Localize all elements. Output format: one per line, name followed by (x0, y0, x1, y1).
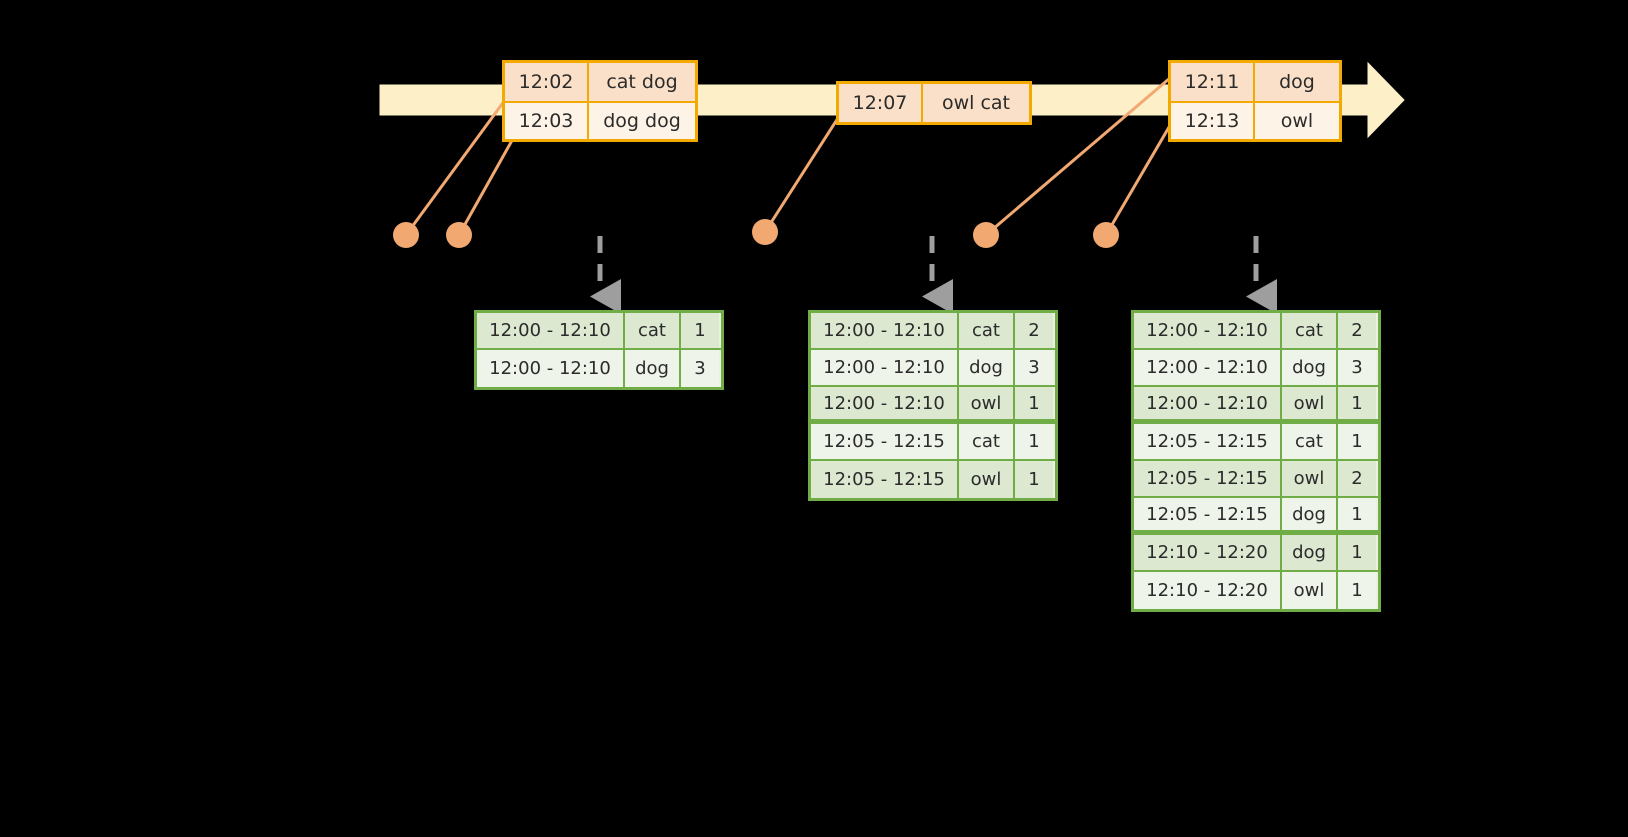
cell-count: 1 (1338, 498, 1376, 530)
event-time: 12:02 (505, 63, 589, 101)
cell-word: cat (1282, 313, 1338, 348)
cell-word: cat (959, 313, 1015, 348)
cell-word: owl (959, 387, 1015, 419)
event-group-1[interactable]: 12:02 cat dog 12:03 dog dog (502, 60, 698, 142)
cell-window: 12:00 - 12:10 (811, 350, 959, 385)
cell-window: 12:00 - 12:10 (1134, 313, 1282, 348)
marker-dot-4 (973, 222, 999, 248)
event-words: owl (1255, 103, 1339, 139)
connector-3 (763, 117, 840, 233)
cell-window: 12:00 - 12:10 (477, 313, 625, 348)
cell-word: dog (1282, 350, 1338, 385)
event-row[interactable]: 12:13 owl (1171, 101, 1339, 139)
cell-window: 12:00 - 12:10 (477, 350, 625, 387)
cell-count: 2 (1015, 313, 1053, 348)
cell-window: 12:00 - 12:10 (811, 313, 959, 348)
cell-count: 1 (681, 313, 719, 348)
cell-count: 1 (1015, 424, 1053, 459)
cell-window: 12:00 - 12:10 (811, 387, 959, 419)
marker-dot-1 (393, 222, 419, 248)
cell-word: owl (1282, 387, 1338, 419)
cell-word: owl (1282, 572, 1338, 609)
event-row[interactable]: 12:03 dog dog (505, 101, 695, 139)
event-row[interactable]: 12:02 cat dog (505, 63, 695, 101)
cell-window: 12:05 - 12:15 (811, 424, 959, 459)
cell-count: 2 (1338, 461, 1376, 496)
marker-dot-2 (446, 222, 472, 248)
cell-word: owl (1282, 461, 1338, 496)
event-words: dog dog (589, 103, 695, 139)
cell-count: 3 (1015, 350, 1053, 385)
event-row[interactable]: 12:07 owl cat (839, 84, 1029, 122)
marker-dot-5 (1093, 222, 1119, 248)
cell-count: 1 (1015, 387, 1053, 419)
cell-word: cat (625, 313, 681, 348)
cell-count: 2 (1338, 313, 1376, 348)
cell-word: dog (1282, 535, 1338, 570)
cell-window: 12:05 - 12:15 (1134, 461, 1282, 496)
cell-word: dog (625, 350, 681, 387)
event-words: dog (1255, 63, 1339, 101)
cell-window: 12:00 - 12:10 (1134, 350, 1282, 385)
marker-dots (393, 219, 1119, 248)
event-time: 12:07 (839, 84, 923, 122)
cell-count: 1 (1338, 572, 1376, 609)
connector-1 (404, 99, 507, 236)
event-group-2[interactable]: 12:07 owl cat (836, 81, 1032, 125)
cell-window: 12:05 - 12:15 (811, 461, 959, 498)
table-input-arrows (589, 236, 1277, 314)
event-time: 12:11 (1171, 63, 1255, 101)
event-words: owl cat (923, 84, 1029, 122)
cell-window: 12:10 - 12:20 (1134, 535, 1282, 570)
cell-count: 1 (1338, 387, 1376, 419)
cell-count: 1 (1338, 535, 1376, 570)
event-row[interactable]: 12:11 dog (1171, 63, 1339, 101)
cell-window: 12:05 - 12:15 (1134, 498, 1282, 530)
event-group-3[interactable]: 12:11 dog 12:13 owl (1168, 60, 1342, 142)
cell-count: 3 (1338, 350, 1376, 385)
marker-dot-3 (752, 219, 778, 245)
connector-2 (457, 127, 521, 236)
cell-word: dog (959, 350, 1015, 385)
cell-word: cat (959, 424, 1015, 459)
connector-5 (1104, 121, 1174, 236)
cell-window: 12:00 - 12:10 (1134, 387, 1282, 419)
event-time: 12:03 (505, 103, 589, 139)
cell-count: 1 (1015, 461, 1053, 498)
cell-window: 12:10 - 12:20 (1134, 572, 1282, 609)
cell-word: dog (1282, 498, 1338, 530)
event-words: cat dog (589, 63, 695, 101)
cell-word: cat (1282, 424, 1338, 459)
event-time: 12:13 (1171, 103, 1255, 139)
cell-count: 1 (1338, 424, 1376, 459)
cell-word: owl (959, 461, 1015, 498)
cell-count: 3 (681, 350, 719, 387)
cell-window: 12:05 - 12:15 (1134, 424, 1282, 459)
